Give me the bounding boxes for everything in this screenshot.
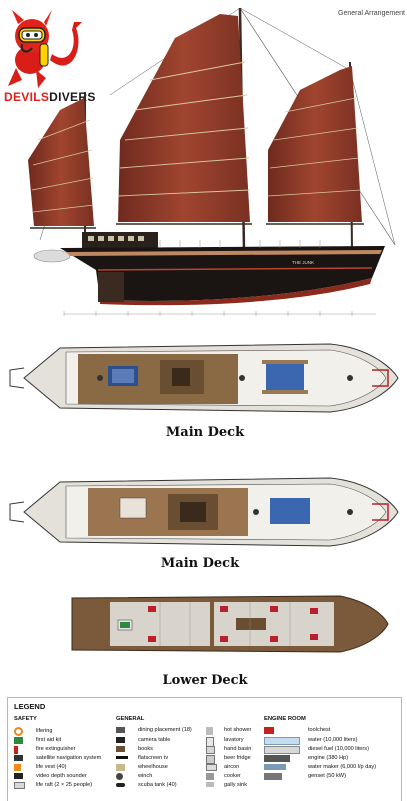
video-depth-sounder-icon <box>14 773 23 779</box>
cooker-icon <box>206 773 214 780</box>
legend-heading-general: GENERAL <box>116 716 145 722</box>
legend-item-water-maker: water maker (6,000 l/p day) <box>308 764 377 770</box>
legend-heading-engine-room: ENGINE ROOM <box>264 716 306 722</box>
water-tank-icon <box>264 737 300 745</box>
legend-box <box>7 697 402 801</box>
legend-item-wheelhouse: wheelhouse <box>138 764 168 770</box>
legend-item-life-vest: life vest (40) <box>36 764 67 770</box>
scuba-tank-icon <box>116 782 125 787</box>
legend-item-satellite-navigation: satellite navigation system <box>36 755 102 761</box>
main-deck-plan-1 <box>9 343 399 413</box>
legend-item-genset: genset (50 kW) <box>308 773 346 779</box>
legend-item-galley-sink: gally sink <box>224 782 248 788</box>
hot-shower-icon <box>206 727 213 735</box>
galley-sink-icon <box>206 782 214 788</box>
first-aid-kit-icon <box>14 737 23 744</box>
legend-item-scuba-tank: scuba tank (40) <box>138 782 177 788</box>
dining-placement-icon <box>116 727 125 733</box>
legend-item-life-raft: life raft (2 × 25 people) <box>36 782 93 788</box>
aircon-icon <box>206 764 217 771</box>
engine-icon <box>264 755 290 762</box>
deck-label-lower: Lower Deck <box>162 673 248 688</box>
ship-side-elevation <box>28 7 396 316</box>
deck-label-main-2: Main Deck <box>160 556 240 571</box>
wheelhouse-icon <box>116 764 125 771</box>
main-sail <box>118 14 250 222</box>
legend-item-toolchest: toolchest <box>308 727 331 733</box>
aft-sail <box>28 98 94 226</box>
legend-item-fire-extinguisher: fire extinguisher <box>36 746 76 752</box>
legend-item-books: books <box>138 746 153 752</box>
legend-item-cooker: cooker <box>224 773 241 779</box>
flatscreen-tv-icon <box>116 756 128 760</box>
main-deck-plan-2 <box>9 477 399 547</box>
beer-fridge-icon <box>206 755 215 764</box>
ship-name: THE JUNK <box>292 260 315 265</box>
legend-item-winch: winch <box>138 773 153 779</box>
legend-item-video-depth-sounder: video depth sounder <box>36 773 87 779</box>
books-icon <box>116 746 125 752</box>
lifering-icon <box>14 727 23 736</box>
legend-item-diesel-tank: diesel fuel (10,000 liters) <box>308 746 369 752</box>
fore-sail <box>268 66 362 222</box>
legend-item-engine: engine (380 Hp) <box>308 755 349 761</box>
logo-prefix: DEVILS <box>4 90 50 104</box>
satellite-navigation-icon <box>14 755 23 761</box>
hand-basin-icon <box>206 746 215 754</box>
deck-label-main-1: Main Deck <box>165 425 245 440</box>
legend-item-aircon: aircon <box>224 764 240 770</box>
legend-title: LEGEND <box>14 702 46 711</box>
legend-item-flatscreen-tv: flatscreen tv <box>138 755 169 761</box>
water-maker-icon <box>264 764 286 770</box>
camera-table-icon <box>116 737 125 743</box>
life-vest-icon <box>14 764 21 771</box>
devil-mascot-icon <box>8 10 82 88</box>
toolchest-icon <box>264 727 274 734</box>
lower-deck-plan <box>71 595 389 653</box>
legend-item-camera-table: camera table <box>138 737 171 743</box>
legend-item-dining-placement: dining placement (18) <box>138 727 192 733</box>
winch-icon <box>116 773 123 780</box>
hull <box>60 246 385 302</box>
life-raft-icon <box>14 782 25 789</box>
legend-item-hand-basin: hand basin <box>224 746 252 752</box>
legend-item-water-tank: water (10,000 liters) <box>308 737 358 743</box>
fire-extinguisher-icon <box>14 746 18 754</box>
legend-heading-safety: SAFETY <box>14 716 37 722</box>
legend-item-beer-fridge: beer fridge <box>224 755 251 761</box>
legend-item-hot-shower: hot shower <box>224 727 252 733</box>
legend-item-lifering: lifering <box>36 728 53 734</box>
page-title: General Arrangement <box>338 10 405 17</box>
diesel-tank-icon <box>264 746 300 754</box>
legend-item-lavatory: lavatory <box>224 737 244 743</box>
genset-icon <box>264 773 282 780</box>
legend-item-first-aid-kit: first aid kit <box>36 737 62 743</box>
